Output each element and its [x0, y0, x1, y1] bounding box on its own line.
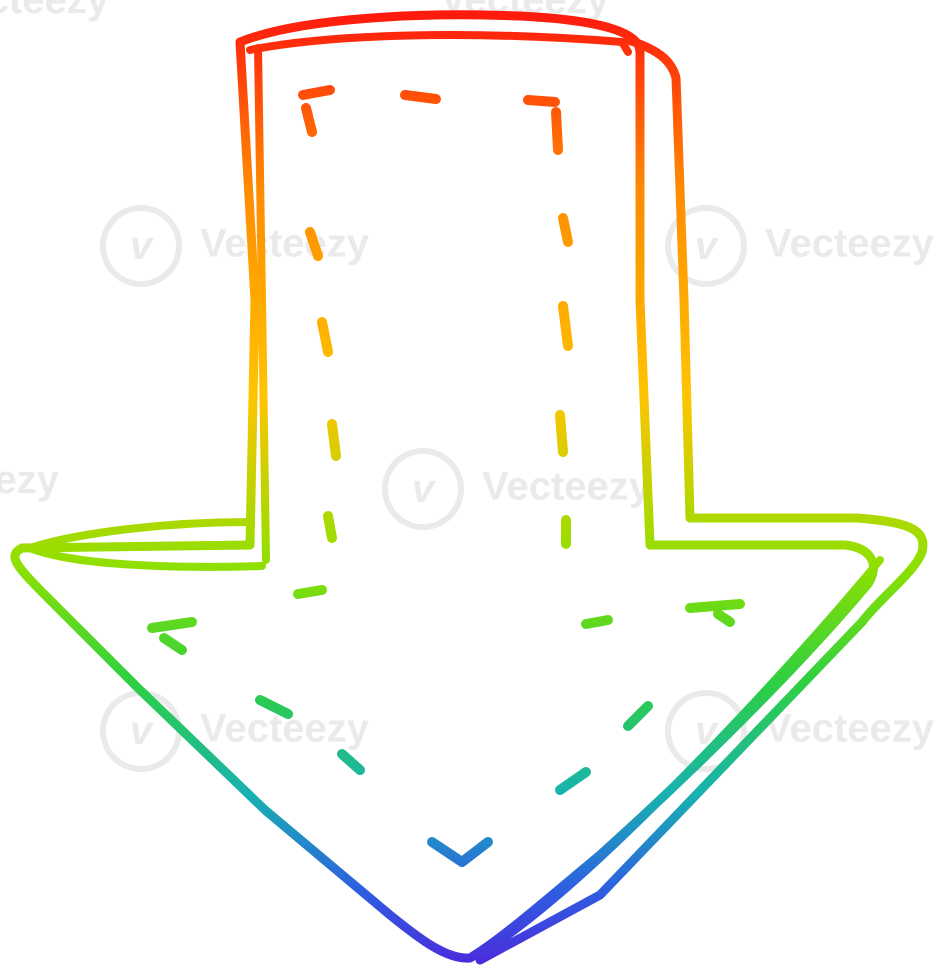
- stitch-marks: [147, 85, 745, 867]
- arrow-right-wing-edge: [476, 556, 884, 959]
- arrow-left-wing-edge: [26, 518, 266, 571]
- arrow-front-outline: [10, 10, 878, 963]
- arrow-back-outline: [475, 35, 928, 965]
- arrow-stem-left-edge: [254, 44, 270, 564]
- arrow-cap-edge: [246, 31, 632, 56]
